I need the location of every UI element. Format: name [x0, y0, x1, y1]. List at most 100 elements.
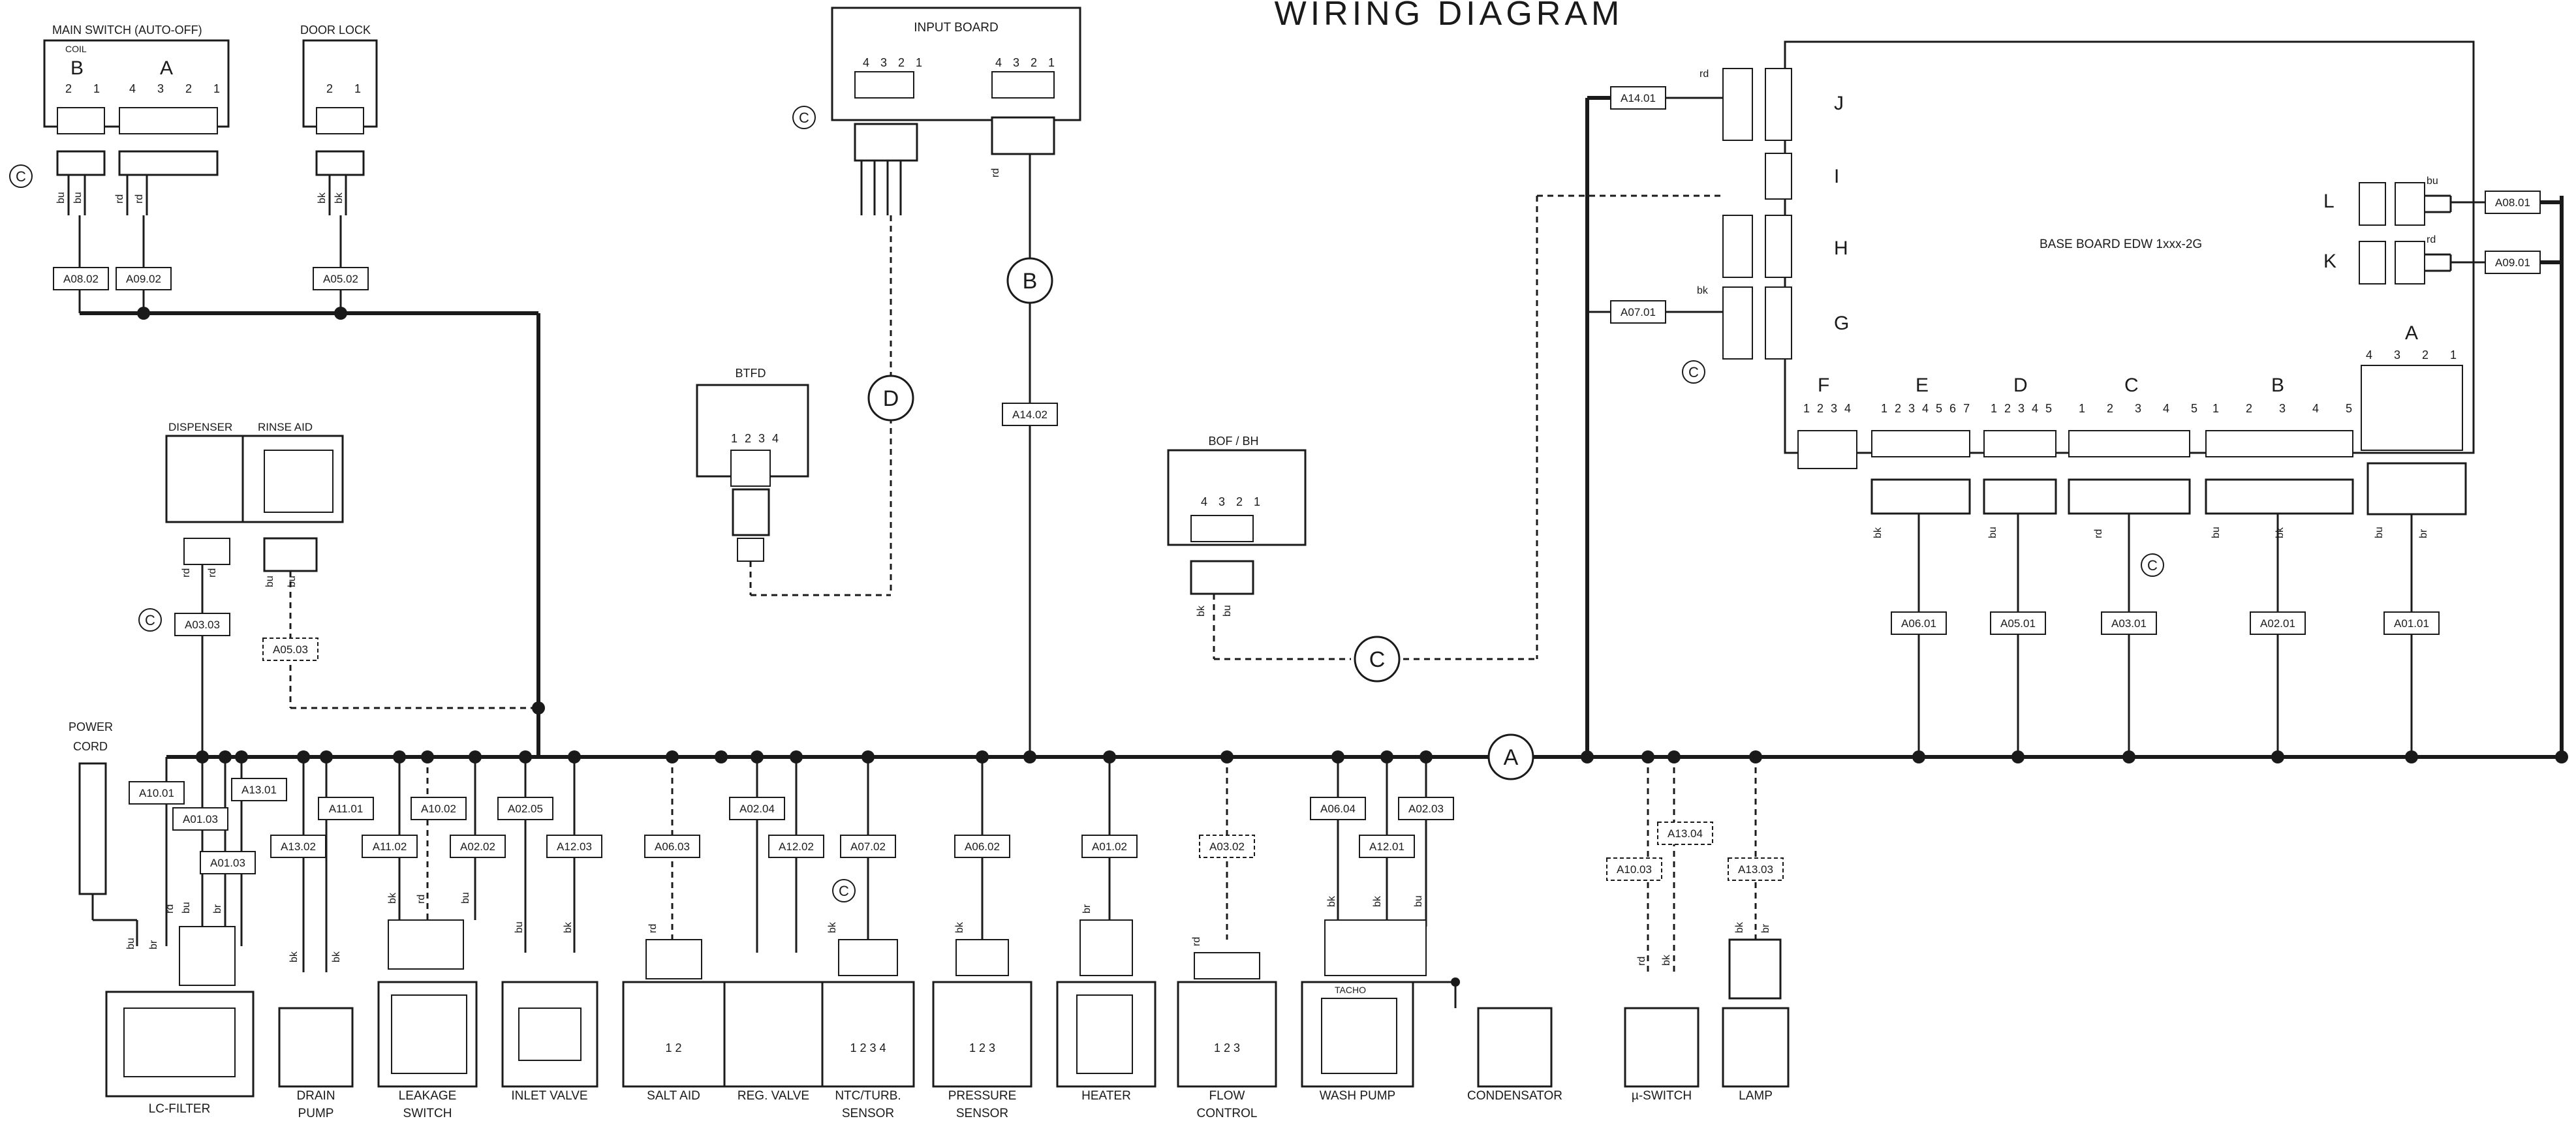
leakage-switch: LEAKAGE SWITCH [377, 919, 478, 1120]
ntc-pins: 1 2 3 4 [850, 1041, 886, 1054]
wire-color: bu [1413, 895, 1424, 907]
wire-color: rd [134, 194, 145, 204]
wire-tag-text: A05.03 [273, 643, 308, 656]
inlet-valve-label: INLET VALVE [511, 1089, 587, 1103]
wire-tag-text: A13.04 [1668, 827, 1703, 840]
wire-color: rd [181, 568, 192, 577]
conn-c-pins: 1 2 3 4 5 [2079, 402, 2207, 415]
base-board: BASE BOARD EDW 1xxx-2G J I H G L K F E D… [1536, 40, 2487, 757]
wire-tag: A11.02 [362, 835, 418, 858]
rinse-aid-label: RINSE AID [258, 421, 313, 433]
pressure-label-2: SENSOR [956, 1107, 1008, 1120]
wire-tag-text: A01.03 [210, 857, 245, 869]
wire-color: bu [2211, 527, 2222, 538]
switch-b-pins: 2 1 [65, 82, 109, 95]
wire-color: br [1760, 923, 1771, 933]
coil-label: COIL [65, 44, 87, 54]
conn-e-pins: 1 2 3 4 5 6 7 [1881, 402, 1972, 415]
wire-color: bk [1872, 527, 1884, 538]
dispenser: DISPENSER RINSE AID [165, 421, 538, 757]
main-switch: MAIN SWITCH (AUTO-OFF) COIL B A 2 1 4 3 … [43, 23, 230, 313]
wire-tag: A13.03 [1728, 857, 1784, 881]
wire-tag-text: A01.01 [2394, 617, 2429, 630]
input-board-pins-left: 4 3 2 1 [863, 56, 926, 69]
c-mark: C [2147, 557, 2158, 574]
leakage-switch-label-2: SWITCH [403, 1107, 452, 1120]
wire-tag-text: A02.04 [739, 803, 775, 815]
btfd-label: BTFD [736, 367, 766, 380]
wire-tag-text: A11.02 [373, 840, 407, 853]
wire-tag-text: A01.03 [183, 813, 218, 825]
power-cord-line2: CORD [73, 740, 108, 753]
door-lock: DOOR LOCK 2 1 [300, 23, 378, 313]
salt-aid-pins: 1 2 [665, 1041, 681, 1054]
wire-tag: A02.01 [2250, 611, 2306, 635]
condensator: CONDENSATOR [1413, 977, 1562, 1103]
c-mark: C [16, 168, 26, 185]
wire-color: br [148, 940, 159, 949]
node-b-label: B [1023, 269, 1038, 294]
conn-l-label: L [2323, 191, 2335, 212]
wire-tag: A08.01 [2485, 191, 2541, 214]
bof-label: BOF / BH [1208, 435, 1258, 448]
wire-tag-text: A10.03 [1617, 863, 1652, 876]
wire-tag: A02.02 [450, 835, 506, 858]
wire-color: bk [1734, 921, 1745, 933]
main-switch-label: MAIN SWITCH (AUTO-OFF) [52, 23, 202, 37]
wire-tag: A07.02 [840, 835, 896, 858]
wire-tag-text: A02.01 [2260, 617, 2295, 630]
wire-tag: A14.01 [1610, 86, 1666, 110]
wire-color: rd [1191, 937, 1202, 946]
condensator-label: CONDENSATOR [1467, 1089, 1562, 1103]
conn-j-label: J [1834, 93, 1844, 114]
wire-tag-text: A09.02 [126, 273, 161, 285]
input-board-label: INPUT BOARD [914, 21, 999, 35]
wire-tag-text: A12.01 [1369, 840, 1404, 853]
conn-h-label: H [1834, 238, 1848, 259]
wire-tag: A13.04 [1657, 822, 1713, 845]
wire-tag-text: A10.02 [421, 803, 456, 815]
node-d-label: D [883, 386, 899, 411]
wire-tag: A03.01 [2101, 611, 2157, 635]
wire-color: bk [331, 951, 342, 962]
wire-color: bk [288, 951, 300, 962]
wire-tag-text: A13.02 [281, 840, 316, 853]
node-b: B [1006, 257, 1053, 304]
wire-color: bu [287, 576, 298, 587]
wire-color: bu [2374, 527, 2385, 538]
bus-junctions [137, 307, 2568, 763]
wire-tag-text: A01.02 [1092, 840, 1127, 853]
door-lock-pins: 2 1 [326, 82, 370, 95]
wire-tag-text: A07.01 [1621, 306, 1656, 318]
flow-label-1: FLOW [1209, 1089, 1245, 1103]
wire-color: bk [1697, 285, 1709, 296]
pressure-pins: 1 2 3 [969, 1041, 995, 1054]
wire-tag-text: A13.01 [241, 784, 277, 796]
tacho-label: TACHO [1335, 985, 1366, 995]
wire-color: bk [827, 921, 838, 933]
switch-a-pins: 4 3 2 1 [129, 82, 229, 95]
wire-color: bu [460, 892, 471, 904]
conn-g-label: G [1834, 313, 1849, 334]
wire-tag: A09.02 [116, 267, 172, 290]
wire-tag: A05.02 [313, 267, 369, 290]
drain-pump-label-1: DRAIN [296, 1089, 335, 1103]
wire-color: bk [387, 892, 398, 904]
node-c-label: C [1369, 647, 1386, 672]
flow-label-2: CONTROL [1197, 1107, 1258, 1120]
conn-i-label: I [1834, 166, 1839, 187]
wire-tag: A06.01 [1891, 611, 1947, 635]
wire-color: bu [181, 902, 192, 914]
wire-tag: A01.03 [172, 807, 228, 831]
wire-tag: A14.02 [1002, 403, 1058, 426]
leakage-switch-label-1: LEAKAGE [399, 1089, 457, 1103]
node-c: C [1354, 636, 1401, 683]
pressure-label-1: PRESSURE [948, 1089, 1017, 1103]
wire-tag: A13.01 [231, 778, 287, 801]
wire-tag-text: A06.02 [965, 840, 1000, 853]
reg-valve-label: REG. VALVE [737, 1089, 809, 1103]
wire-color: bu [514, 921, 525, 933]
salt-aid-label: SALT AID [647, 1089, 700, 1103]
wire-color: bk [334, 192, 345, 204]
wire-tag: A05.01 [1990, 611, 2046, 635]
